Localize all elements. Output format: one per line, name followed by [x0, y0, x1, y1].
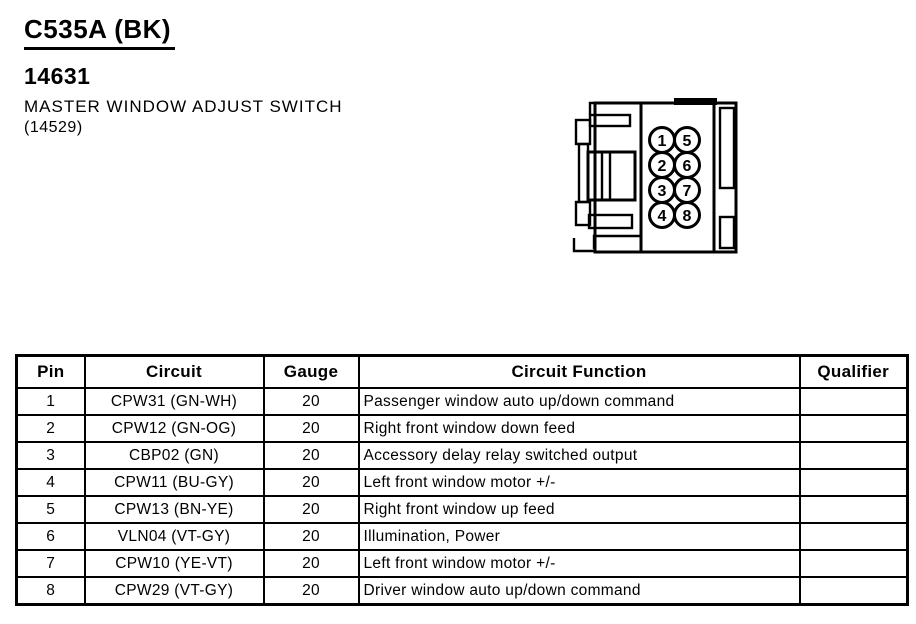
gauge-cell: 20 [262, 387, 360, 416]
component-name: MASTER WINDOW ADJUST SWITCH [24, 97, 343, 116]
connector-top-ridge [674, 98, 717, 105]
function-cell: Accessory delay relay switched output [357, 441, 801, 470]
qualifier-cell [798, 549, 909, 578]
connector-right-slot-bottom [718, 215, 736, 250]
qualifier-cell [798, 468, 909, 497]
gauge-cell: 20 [262, 576, 360, 606]
latch-left-tab-bottom [574, 200, 592, 227]
latch-top-step [588, 101, 641, 115]
circuit-cell: CPW29 (VT-GY) [83, 576, 265, 606]
pin-number: 1 [658, 133, 667, 150]
function-cell: Left front window motor +/- [357, 549, 801, 578]
latch-bottom-ext [572, 238, 595, 253]
pin-cell: 4 [15, 468, 86, 497]
pin-number: 7 [683, 183, 692, 200]
function-cell: Right front window up feed [357, 495, 801, 524]
qualifier-cell [798, 441, 909, 470]
connector-diagram: 1 5 2 6 3 7 4 8 [572, 98, 738, 254]
column-header-qualifier: Qualifier [798, 354, 909, 389]
connector-right-slot-top [718, 106, 736, 190]
pin-number: 8 [683, 208, 692, 225]
pin-cell: 1 [15, 387, 86, 416]
pin-circle [673, 201, 701, 229]
function-cell: Left front window motor +/- [357, 468, 801, 497]
pin-cell: 8 [15, 576, 86, 606]
qualifier-cell [798, 495, 909, 524]
function-cell: Right front window down feed [357, 414, 801, 443]
circuit-cell: CPW12 (GN-OG) [83, 414, 265, 443]
pinout-table: Pin Circuit Gauge Circuit Function Quali… [15, 354, 909, 606]
component-ref-number: (14529) [24, 119, 83, 136]
table-header-row: Pin Circuit Gauge Circuit Function Quali… [15, 354, 909, 389]
pin-number: 6 [683, 158, 692, 175]
pin-cell: 2 [15, 414, 86, 443]
latch-bottom-bar [587, 213, 634, 230]
gauge-cell: 20 [262, 468, 360, 497]
column-header-function: Circuit Function [357, 354, 801, 389]
gauge-cell: 20 [262, 549, 360, 578]
connector-id-title: C535A (BK) [24, 14, 176, 50]
column-header-pin: Pin [15, 354, 86, 389]
circuit-cell: CBP02 (GN) [83, 441, 265, 470]
circuit-cell: CPW11 (BU-GY) [83, 468, 265, 497]
gauge-cell: 20 [262, 522, 360, 551]
latch-left-tab-top [574, 118, 592, 146]
gauge-cell: 20 [262, 441, 360, 470]
circuit-cell: VLN04 (VT-GY) [83, 522, 265, 551]
gauge-cell: 20 [262, 495, 360, 524]
qualifier-cell [798, 576, 909, 606]
circuit-cell: CPW10 (YE-VT) [83, 549, 265, 578]
pin-number: 5 [683, 133, 692, 150]
qualifier-cell [798, 414, 909, 443]
circuit-cell: CPW13 (BN-YE) [83, 495, 265, 524]
function-cell: Driver window auto up/down command [357, 576, 801, 606]
circuit-cell: CPW31 (GN-WH) [83, 387, 265, 416]
qualifier-cell [798, 522, 909, 551]
pin-cell: 7 [15, 549, 86, 578]
pin-cell: 3 [15, 441, 86, 470]
function-cell: Illumination, Power [357, 522, 801, 551]
column-header-circuit: Circuit [83, 354, 265, 389]
latch-middle-box [586, 150, 637, 202]
pin-number: 2 [658, 158, 667, 175]
pinout-table-container: Pin Circuit Gauge Circuit Function Quali… [15, 354, 909, 606]
qualifier-cell [798, 387, 909, 416]
pin-cell: 6 [15, 522, 86, 551]
connector-pin-field [639, 101, 716, 254]
pin-number: 4 [658, 208, 667, 225]
part-number: 14631 [24, 63, 91, 89]
pin-cell: 5 [15, 495, 86, 524]
gauge-cell: 20 [262, 414, 360, 443]
latch-bottom-step [592, 234, 641, 249]
function-cell: Passenger window auto up/down command [357, 387, 801, 416]
column-header-gauge: Gauge [262, 354, 360, 389]
pin-number: 3 [658, 183, 667, 200]
